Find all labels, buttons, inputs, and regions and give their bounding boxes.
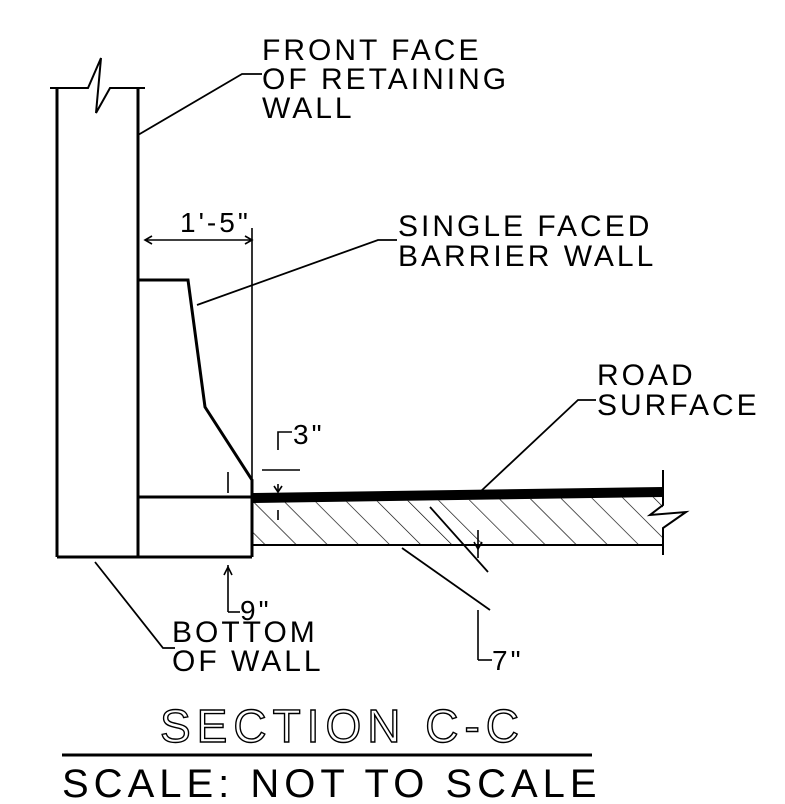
bottom-of-wall-label: BOTTOM OF WALL — [172, 616, 324, 678]
svg-text:SURFACE: SURFACE — [597, 389, 760, 422]
svg-text:ROAD: ROAD — [597, 359, 696, 392]
svg-text:FRONT FACE: FRONT FACE — [262, 34, 481, 67]
svg-text:OF WALL: OF WALL — [172, 645, 324, 678]
leader-lines — [94, 73, 596, 649]
dimension-lines — [143, 228, 492, 661]
svg-text:OF RETAINING: OF RETAINING — [262, 63, 509, 96]
section-title: SECTION C-C — [160, 700, 525, 752]
overlay-thickness-dimension: 3" — [293, 419, 325, 450]
barrier-wall — [138, 278, 254, 559]
scale-note: SCALE: NOT TO SCALE — [62, 762, 602, 804]
front-face-label: FRONT FACE OF RETAINING WALL — [262, 34, 509, 125]
barrier-width-dimension: 1'-5" — [180, 207, 251, 238]
slab-thickness-dimension: 7" — [492, 645, 524, 676]
svg-text:BARRIER WALL: BARRIER WALL — [398, 240, 656, 273]
barrier-label: SINGLE FACED BARRIER WALL — [398, 210, 656, 273]
footing-depth-dimension: 9" — [240, 595, 272, 626]
retaining-wall — [50, 57, 145, 559]
svg-text:BOTTOM: BOTTOM — [172, 616, 318, 649]
road-slab — [251, 470, 690, 555]
road-surface-label: ROAD SURFACE — [597, 359, 760, 422]
svg-text:SINGLE FACED: SINGLE FACED — [398, 210, 652, 243]
svg-text:WALL: WALL — [262, 92, 355, 125]
